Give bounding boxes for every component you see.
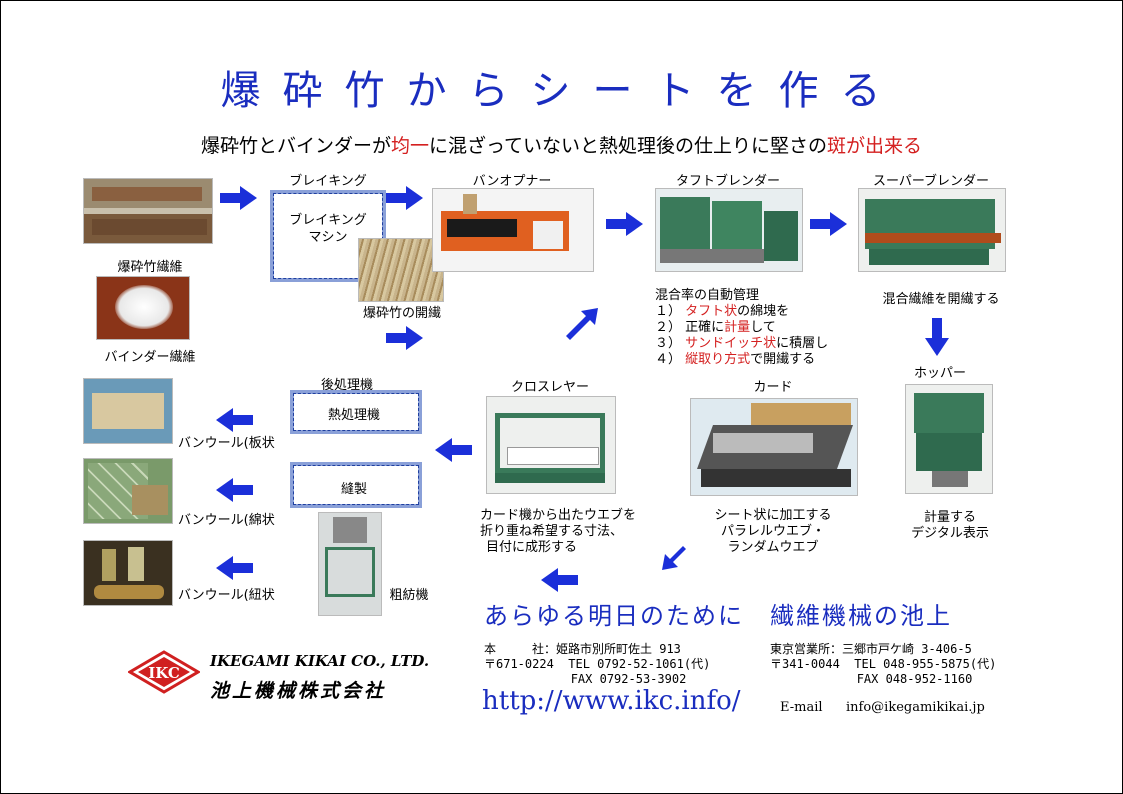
tuft-blender-label: タフトブレンダー (675, 174, 780, 189)
bamboo-opening-photo (358, 238, 444, 302)
company-name-jp: 池上機械株式会社 (210, 680, 387, 702)
heat-treatment-label: 熱処理機 (327, 408, 380, 423)
breaking-label: ブレイキング (289, 174, 367, 189)
bale-opener-label: バンオプナー (472, 174, 552, 189)
mixing-heading: 混合率の自動管理 (655, 288, 760, 303)
product-cotton-label: バンウール(綿状 (178, 513, 275, 528)
super-blender-note: 混合繊維を開繊する (882, 292, 1000, 307)
arrow-right-5 (810, 212, 847, 236)
mixing-line-4: ４） 縦取り方式で開繊する (655, 352, 816, 367)
cotton-product-photo (83, 458, 173, 524)
roving-label: 粗紡機 (389, 588, 429, 603)
email-link[interactable]: info@ikegamikikai.jp (846, 700, 985, 715)
card-note: シート状に加工する パラレルウエブ・ ランダムウエブ (690, 508, 856, 556)
breaking-machine-label: ブレイキング マシン (289, 213, 367, 245)
crosslapper-note: カード機から出たウエブを 折り重ね希望する寸法、 目付に成形する (480, 508, 680, 556)
tuft-blender-photo (655, 188, 803, 272)
hopper-photo (905, 384, 993, 494)
arrow-right-3 (386, 326, 423, 350)
card-label: カード (753, 380, 793, 395)
mixing-line-2: ２） 正確に計量して (655, 320, 776, 335)
card-note-1: シート状に加工する (714, 508, 832, 523)
crosslapper-label: クロスレヤー (510, 380, 589, 395)
ikc-logo: IKC (128, 650, 200, 694)
hopper-note-2: デジタル表示 (911, 526, 989, 541)
arrow-right-4 (606, 212, 643, 236)
crosslapper-photo (486, 396, 616, 494)
product-board-label: バンウール(板状 (178, 436, 275, 451)
mixing-line-3: ３） サンドイッチ状に積層し (655, 336, 829, 351)
logo-text: IKC (148, 664, 180, 682)
card-photo (690, 398, 858, 496)
bale-opener-photo (432, 188, 594, 272)
hopper-note-1: 計量する (923, 510, 976, 525)
crosslapper-note-1: カード機から出たウエブを (480, 508, 637, 523)
mixing-notes: 混合率の自動管理 １） タフト状の綿塊を ２） 正確に計量して ３） サンドイッ… (655, 288, 865, 368)
super-blender-label: スーパーブレンダー (872, 174, 990, 189)
company-name-en: IKEGAMI KIKAI CO., LTD. (210, 652, 430, 670)
string-product-photo (83, 540, 173, 606)
tokyo-office-address: 東京営業所：三郷市戸ケ崎 3-406-5 〒341-0044 TEL 048-9… (770, 642, 997, 686)
super-blender-photo (858, 188, 1006, 272)
arrow-diag-up (566, 308, 598, 340)
roving-photo (318, 512, 382, 616)
binder-fiber-label: バインダー繊維 (104, 350, 196, 365)
hopper-note: 計量する デジタル表示 (895, 510, 1005, 542)
product-string-label: バンウール(紐状 (178, 588, 275, 603)
page-title: 爆砕竹からシートを作る (220, 68, 903, 114)
bamboo-opening-label: 爆砕竹の開繊 (362, 306, 441, 321)
crosslapper-note-2: 折り重ね希望する寸法、 (480, 524, 624, 539)
slogan: あらゆる明日のために 繊維機械の池上 (484, 602, 952, 630)
crosslapper-note-3: 目付に成形する (486, 540, 578, 555)
arrow-left-3 (216, 408, 253, 432)
post-process-label: 後処理機 (320, 378, 373, 393)
website-link[interactable]: http://www.ikc.info/ (482, 686, 741, 716)
card-note-2: パラレルウエブ・ (720, 524, 825, 539)
bamboo-fiber-label: 爆砕竹繊維 (117, 260, 183, 275)
heat-treatment-box (290, 390, 422, 434)
page-subtitle: 爆砕竹とバインダーが均一に混ざっていないと熱処理後の仕上りに堅さの斑が出来る (200, 135, 923, 157)
mixing-line-1: １） タフト状の綿塊を (655, 304, 790, 319)
arrow-left-1 (435, 438, 472, 462)
card-note-3: ランダムウエブ (727, 540, 819, 555)
board-product-photo (83, 378, 173, 444)
head-office-address: 本 社：姫路市別所町佐土 913 〒671-0224 TEL 0792-52-1… (484, 642, 711, 686)
email-label: E-mail (780, 700, 823, 715)
arrow-right-2 (386, 186, 423, 210)
hopper-label: ホッパー (913, 366, 966, 381)
arrow-left-2 (541, 568, 578, 592)
arrow-left-4 (216, 478, 253, 502)
arrow-left-5 (216, 556, 253, 580)
arrow-diag-down (662, 546, 686, 570)
arrow-down-1 (925, 318, 949, 356)
sewing-label: 縫製 (340, 482, 367, 497)
arrow-right-1 (220, 186, 257, 210)
sewing-box (290, 462, 422, 508)
bamboo-fiber-photo (83, 178, 213, 244)
binder-fiber-photo (96, 276, 190, 340)
